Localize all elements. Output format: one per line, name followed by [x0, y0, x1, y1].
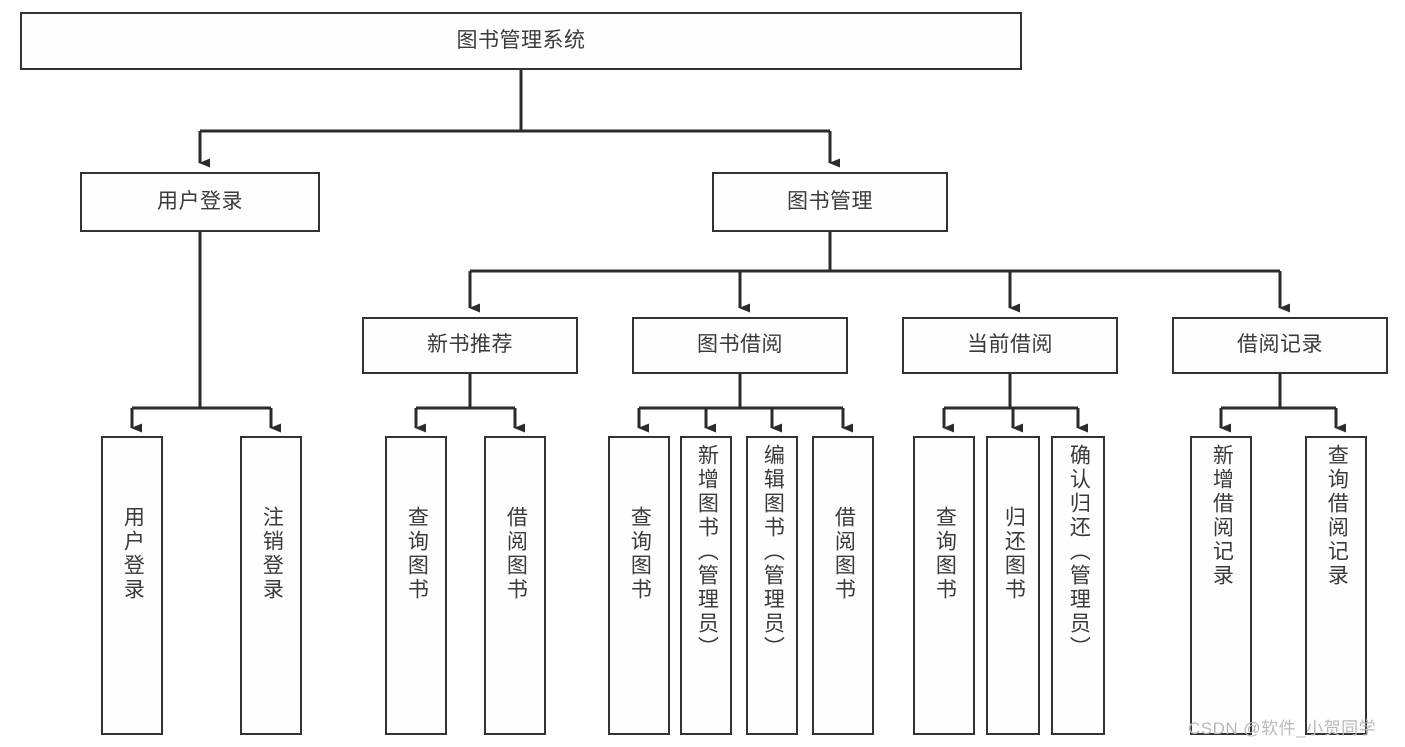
leaf-query-borrow-record[interactable]: 查询借阅记录 [1305, 436, 1367, 735]
node-root[interactable]: 图书管理系统 [20, 12, 1022, 70]
leaf-label: 借阅图书 [504, 506, 528, 602]
leaf-query-book-recommend[interactable]: 查询图书 [385, 436, 447, 735]
leaf-add-book-admin[interactable]: 新增图书（管理员） [680, 436, 732, 735]
leaf-query-book-current[interactable]: 查询图书 [913, 436, 975, 735]
node-borrow-record[interactable]: 借阅记录 [1172, 317, 1388, 374]
leaf-label: 新增借阅记录 [1210, 444, 1234, 588]
node-label: 图书借阅 [697, 333, 783, 357]
node-book-borrow[interactable]: 图书借阅 [632, 317, 848, 374]
leaf-label: 归还图书 [1002, 506, 1026, 602]
leaf-label: 用户登录 [121, 506, 145, 602]
leaf-label: 查询借阅记录 [1325, 444, 1349, 588]
leaf-label: 新增图书（管理员） [695, 444, 719, 660]
node-label: 新书推荐 [427, 333, 513, 357]
node-book-management[interactable]: 图书管理 [712, 172, 948, 232]
leaf-borrow-book[interactable]: 借阅图书 [812, 436, 874, 735]
leaf-label: 注销登录 [260, 506, 284, 602]
node-label: 用户登录 [157, 189, 243, 213]
node-current-borrow[interactable]: 当前借阅 [902, 317, 1118, 374]
leaf-label: 查询图书 [405, 506, 429, 602]
node-label: 图书管理 [787, 189, 873, 213]
leaf-borrow-book-recommend[interactable]: 借阅图书 [484, 436, 546, 735]
leaf-label: 查询图书 [628, 506, 652, 602]
csdn-watermark: CSDN @软件_小贺同学 [1188, 719, 1377, 738]
node-label: 当前借阅 [967, 333, 1053, 357]
leaf-add-borrow-record[interactable]: 新增借阅记录 [1190, 436, 1252, 735]
leaf-query-book-borrow[interactable]: 查询图书 [608, 436, 670, 735]
node-label: 借阅记录 [1237, 333, 1323, 357]
node-root-label: 图书管理系统 [456, 28, 586, 52]
node-user-login[interactable]: 用户登录 [80, 172, 320, 232]
leaf-user-login[interactable]: 用户登录 [101, 436, 163, 735]
leaf-return-book[interactable]: 归还图书 [986, 436, 1040, 735]
leaf-logout[interactable]: 注销登录 [240, 436, 302, 735]
leaf-label: 查询图书 [933, 506, 957, 602]
leaf-label: 编辑图书（管理员） [761, 444, 785, 660]
leaf-confirm-return-admin[interactable]: 确认归还（管理员） [1051, 436, 1105, 735]
leaf-edit-book-admin[interactable]: 编辑图书（管理员） [746, 436, 798, 735]
leaf-label: 确认归还（管理员） [1067, 444, 1091, 660]
node-new-book-recommend[interactable]: 新书推荐 [362, 317, 578, 374]
leaf-label: 借阅图书 [832, 506, 856, 602]
